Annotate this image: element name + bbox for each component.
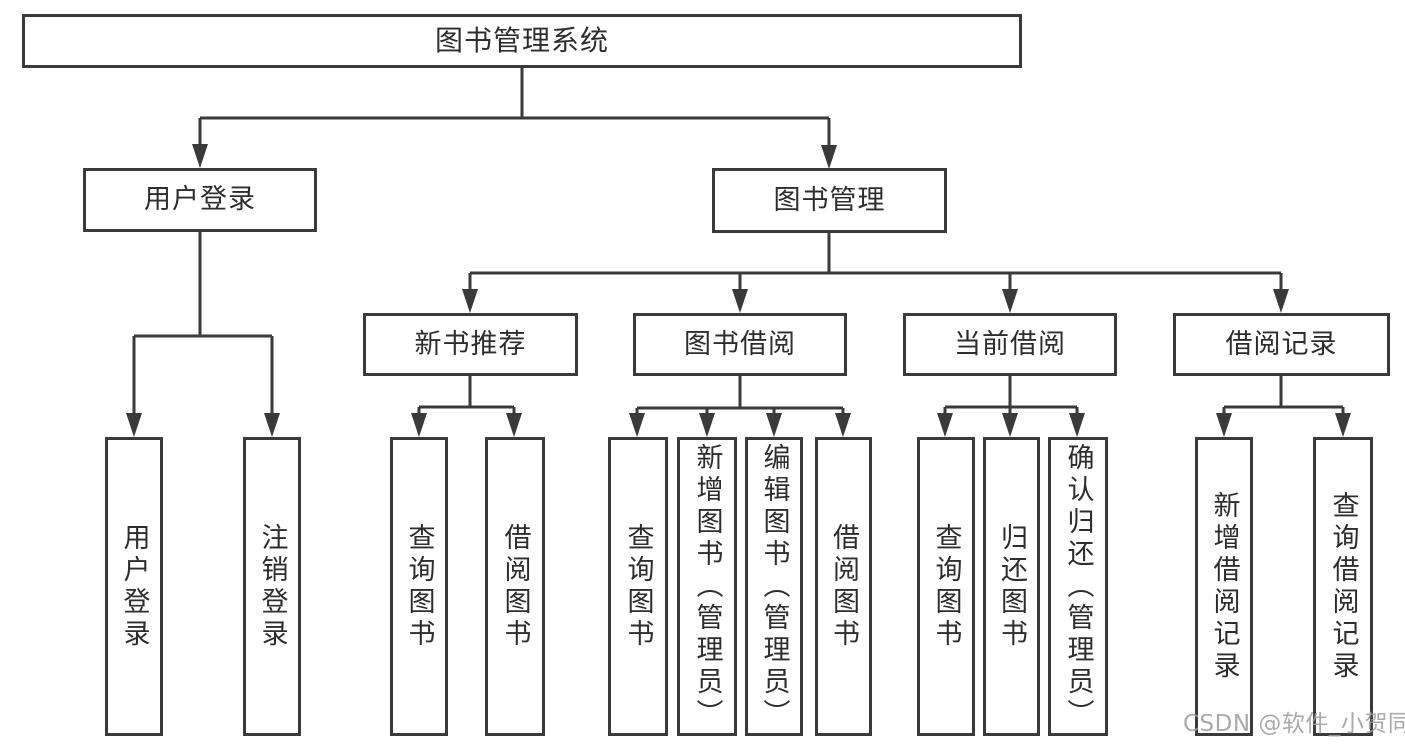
leaf-user-login: 用户登录 [105,437,163,736]
leaf-current-return-books: 归还图书 [983,437,1040,736]
node-borrow-record: 借阅记录 [1173,313,1390,376]
leaf-borrow-add-books-admin-label: 新增图书（管理员） [691,442,723,731]
leaf-borrow-add-books-admin: 新增图书（管理员） [677,437,737,736]
leaf-record-add-record: 新增借阅记录 [1195,437,1253,736]
leaf-borrow-edit-books-admin: 编辑图书（管理员） [745,437,803,736]
leaf-current-confirm-return-admin-label: 确认归还（管理员） [1062,442,1094,731]
node-new-book-recommend-label: 新书推荐 [414,328,527,360]
leaf-record-query-record-label: 查询借阅记录 [1327,490,1359,683]
node-library-system: 图书管理系统 [22,14,1022,68]
leaf-record-query-record: 查询借阅记录 [1313,437,1373,736]
leaf-borrow-query-books-label: 查询图书 [622,522,654,651]
node-book-borrow-label: 图书借阅 [684,328,796,360]
node-user-login-label: 用户登录 [144,184,256,216]
leaf-logout-label: 注销登录 [256,522,288,651]
leaf-newbook-query-books-label: 查询图书 [403,522,435,651]
leaf-logout: 注销登录 [243,437,301,736]
node-book-borrow: 图书借阅 [633,313,847,376]
leaf-user-login-label: 用户登录 [118,522,150,651]
node-current-borrow-label: 当前借阅 [954,328,1066,360]
leaf-current-query-books: 查询图书 [917,437,975,736]
node-library-system-label: 图书管理系统 [434,23,609,57]
node-current-borrow: 当前借阅 [903,313,1117,376]
leaf-borrow-query-books: 查询图书 [608,437,668,736]
node-user-login: 用户登录 [83,168,317,232]
node-book-management: 图书管理 [712,168,947,233]
leaf-record-add-record-label: 新增借阅记录 [1208,490,1240,683]
leaf-newbook-borrow-books-label: 借阅图书 [499,522,531,651]
leaf-current-return-books-label: 归还图书 [996,522,1028,651]
leaf-newbook-query-books: 查询图书 [390,437,448,736]
leaf-current-query-books-label: 查询图书 [930,522,962,651]
leaf-borrow-borrow-books: 借阅图书 [815,437,872,736]
leaf-borrow-edit-books-admin-label: 编辑图书（管理员） [758,442,790,731]
node-new-book-recommend: 新书推荐 [363,313,578,376]
connector-skeleton [134,68,1343,410]
leaf-newbook-borrow-books: 借阅图书 [485,437,545,736]
leaf-current-confirm-return-admin: 确认归还（管理员） [1048,437,1108,736]
node-book-management-label: 图书管理 [773,184,886,216]
connector-arrows [126,118,1351,437]
csdn-watermark: CSDN @软件_小贺同学 [1183,711,1405,737]
leaf-borrow-borrow-books-label: 借阅图书 [828,522,860,651]
node-borrow-record-label: 借阅记录 [1225,328,1338,360]
